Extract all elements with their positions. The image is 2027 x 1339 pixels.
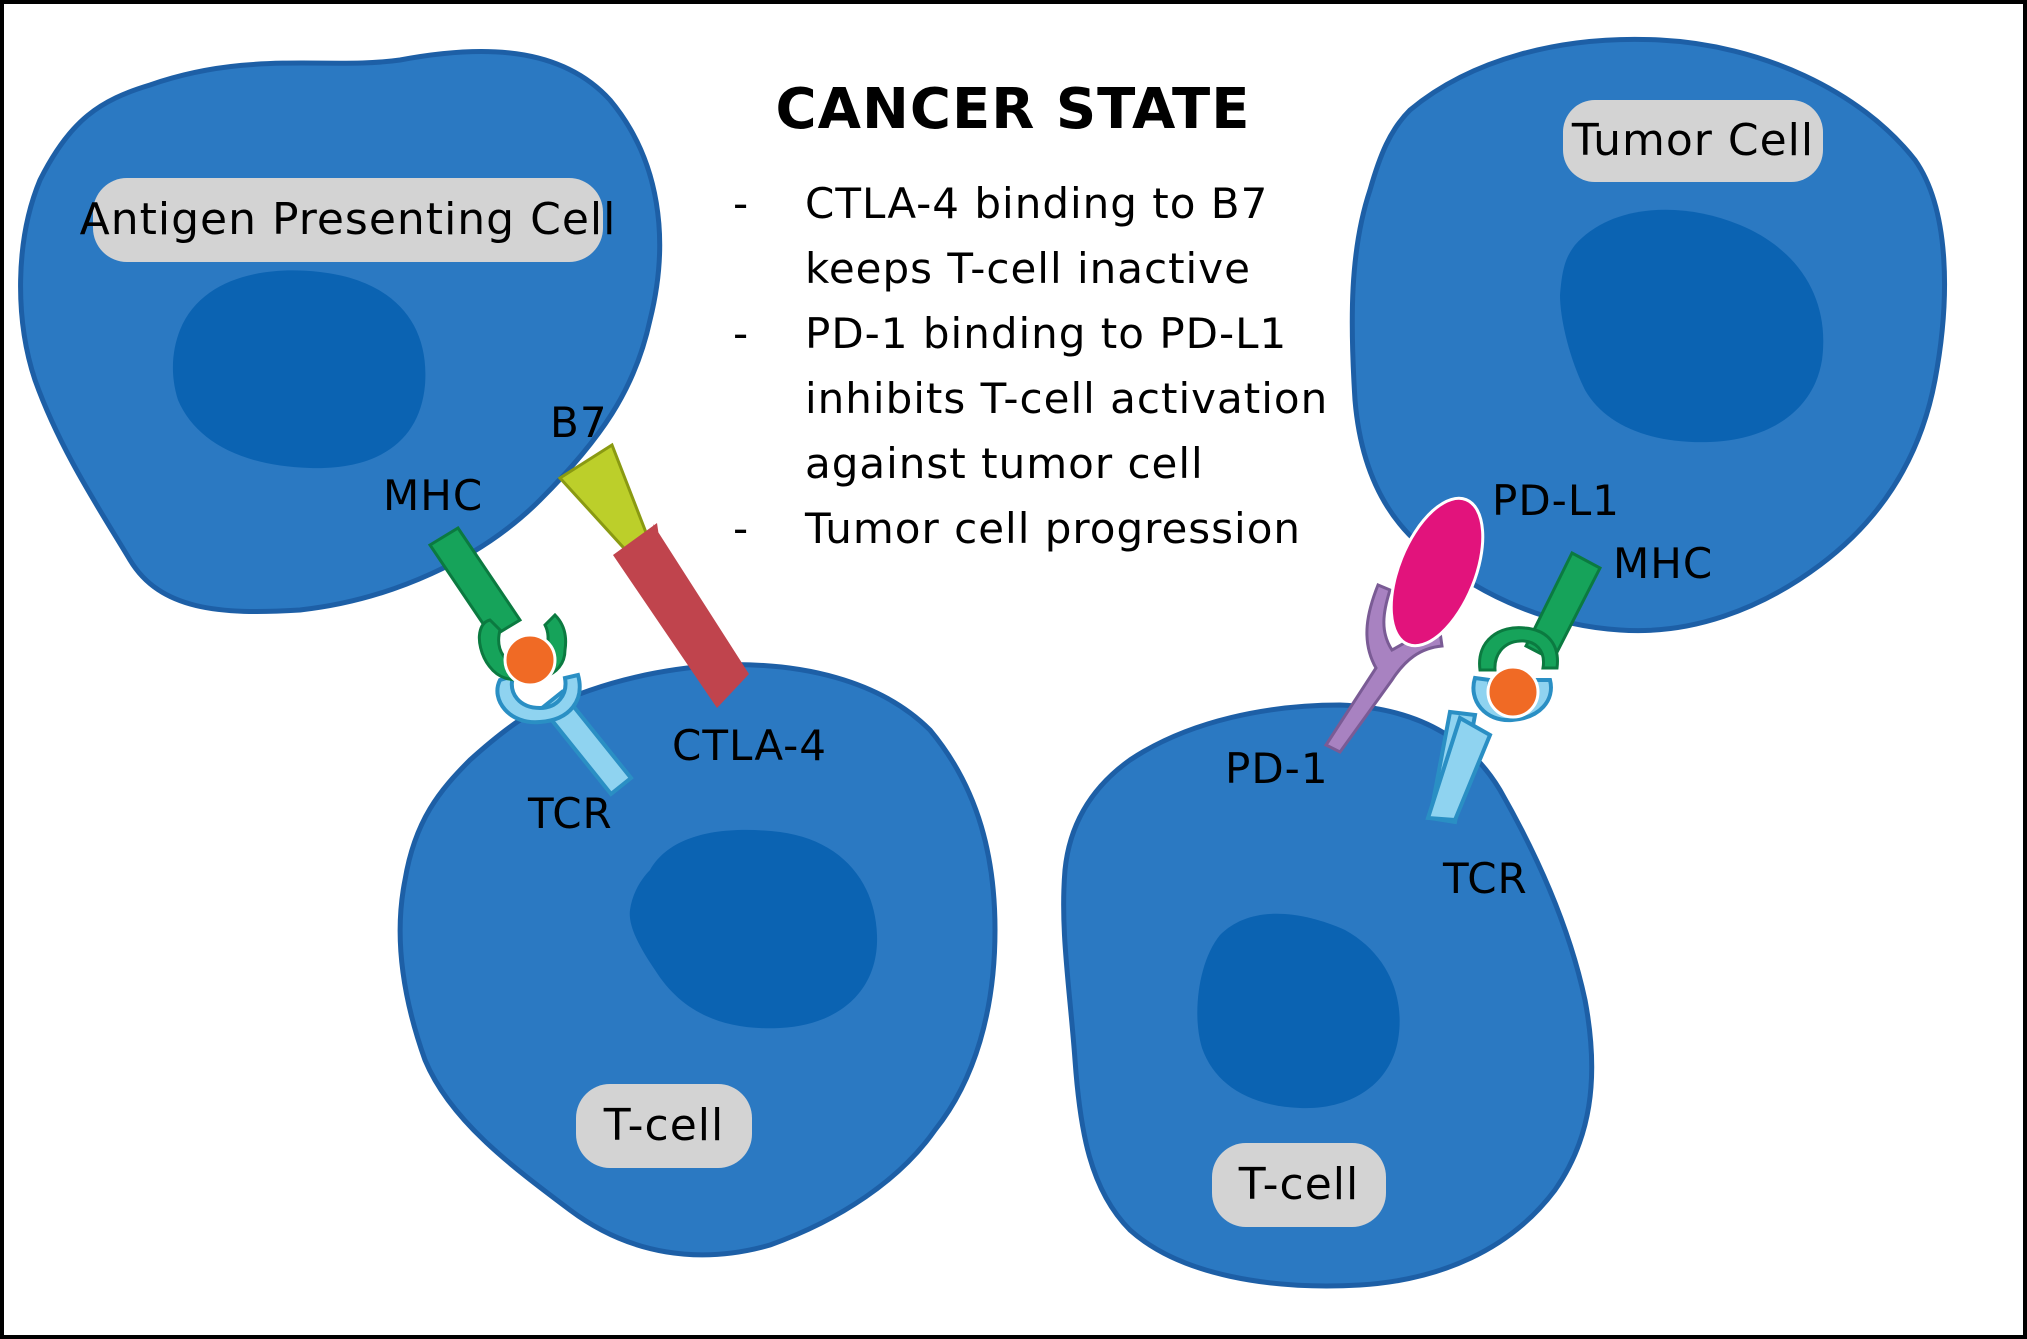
apc-label: Antigen Presenting Cell (80, 194, 617, 245)
t-cell-right-label-pill (1212, 1143, 1386, 1227)
mhc-left-label: MHC (383, 471, 483, 520)
t-cell-left: T-cell (397, 662, 998, 1258)
ctla4-label: CTLA-4 (672, 721, 827, 770)
tumor-nucleus (1560, 209, 1824, 443)
mhc-right-label: MHC (1613, 539, 1713, 588)
antigen-right (1486, 665, 1540, 719)
tcr-right-label: TCR (1442, 854, 1528, 903)
pd1-pdl1-complex (1323, 496, 1485, 754)
t-cell-right-label: T-cell (1238, 1159, 1359, 1210)
mhc-left-stalk (427, 525, 523, 640)
t-cell-right: T-cell (1061, 702, 1595, 1289)
ctla4-receptor (613, 523, 749, 708)
bullet-2-line-2: inhibits T-cell activation (805, 374, 1328, 423)
bullet-list: - CTLA-4 binding to B7 keeps T-cell inac… (733, 179, 1328, 553)
pd1-label: PD-1 (1225, 744, 1329, 793)
tcr-right-stalk (1425, 715, 1493, 823)
bullet-1-dash: - (733, 179, 749, 228)
t-cell-right-nucleus (1197, 913, 1400, 1109)
apc-nucleus (172, 270, 426, 469)
pdl1-label: PD-L1 (1492, 476, 1620, 525)
bullet-1-line-2: keeps T-cell inactive (805, 244, 1251, 293)
bullet-2-line-3: against tumor cell (805, 439, 1204, 488)
tumor-label-pill (1563, 100, 1823, 182)
diagram-title: CANCER STATE (776, 77, 1251, 142)
bullet-2-dash: - (733, 309, 749, 358)
t-cell-left-label: T-cell (603, 1100, 724, 1151)
right-mhc-tcr-complex (1425, 550, 1603, 825)
pd1-receptor (1323, 583, 1444, 754)
left-mhc-tcr-complex (427, 525, 634, 797)
t-cell-left-nucleus (629, 829, 878, 1029)
pdl1-ligand (1389, 496, 1485, 648)
bullet-2-line-1: PD-1 binding to PD-L1 (805, 309, 1287, 358)
bullet-1-line-1: CTLA-4 binding to B7 (805, 179, 1268, 228)
t-cell-left-label-pill (576, 1084, 752, 1168)
tcr-left-cup (495, 672, 582, 725)
mhc-right-cup (1478, 626, 1559, 672)
bullet-3-line-1: Tumor cell progression (804, 504, 1301, 553)
apc-label-pill (93, 178, 603, 262)
antigen-left (503, 633, 557, 687)
b7-label: B7 (550, 398, 608, 447)
tumor-label: Tumor Cell (1571, 115, 1814, 166)
tcr-left-receptor (539, 689, 634, 797)
bullet-3-dash: - (733, 504, 749, 553)
tcr-left-label: TCR (527, 789, 613, 838)
tumor-cell: Tumor Cell (1349, 36, 1947, 634)
antigen-presenting-cell: Antigen Presenting Cell (18, 49, 663, 615)
b7-ctla4-complex (557, 442, 749, 708)
